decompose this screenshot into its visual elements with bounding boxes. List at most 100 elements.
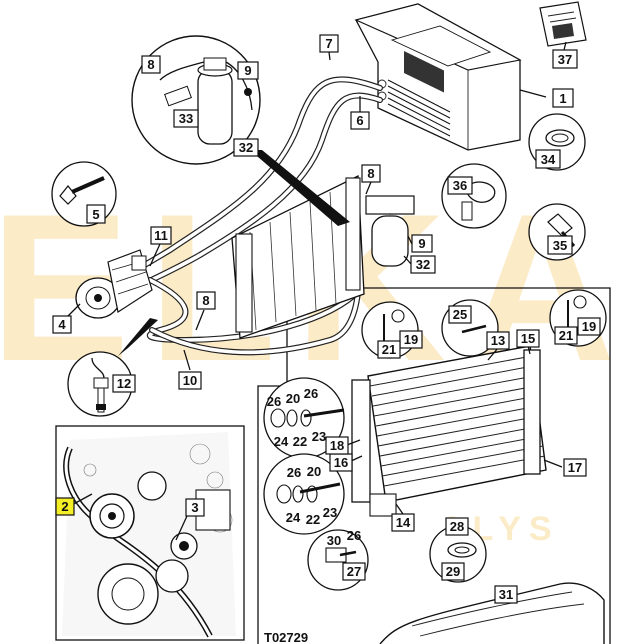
callout-21-left: 21 (377, 340, 401, 359)
bolt-5 (51, 161, 117, 227)
svg-text:32: 32 (239, 140, 253, 155)
svg-text:20: 20 (286, 391, 300, 406)
callout-23-upper: 23 (312, 429, 326, 444)
svg-text:29: 29 (446, 564, 460, 579)
svg-text:21: 21 (559, 328, 573, 343)
svg-text:31: 31 (499, 587, 513, 602)
svg-text:24: 24 (286, 510, 301, 525)
svg-text:26: 26 (267, 394, 281, 409)
svg-text:23: 23 (312, 429, 326, 444)
callout-2: 2 (55, 497, 75, 516)
callout-37: 37 (552, 49, 578, 69)
callout-34: 34 (535, 149, 561, 169)
svg-text:25: 25 (453, 307, 467, 322)
callout-30: 30 (327, 533, 341, 548)
svg-text:8: 8 (367, 166, 374, 181)
svg-text:3: 3 (191, 500, 198, 515)
svg-text:35: 35 (553, 238, 567, 253)
callout-19-left: 19 (399, 330, 423, 349)
svg-text:8: 8 (147, 57, 154, 72)
callout-19-right: 19 (577, 317, 601, 336)
callout-26-upper-b: 26 (304, 386, 318, 401)
callout-6: 6 (350, 111, 370, 130)
callout-18: 18 (325, 436, 349, 455)
svg-text:5: 5 (92, 207, 99, 222)
svg-text:26: 26 (304, 386, 318, 401)
svg-text:12: 12 (117, 376, 131, 391)
callout-1: 1 (552, 88, 574, 108)
callout-3: 3 (185, 498, 205, 517)
svg-text:26: 26 (347, 528, 361, 543)
callout-15: 15 (516, 329, 540, 348)
condenser-core (351, 345, 547, 517)
svg-text:24: 24 (274, 434, 289, 449)
svg-text:14: 14 (396, 515, 411, 530)
svg-text:11: 11 (154, 228, 168, 243)
callout-22-lower: 22 (306, 512, 320, 527)
svg-text:26: 26 (287, 465, 301, 480)
drier-detail-inset (131, 35, 350, 226)
callout-26-lower: 26 (287, 465, 301, 480)
svg-text:23: 23 (323, 505, 337, 520)
svg-text:18: 18 (330, 438, 344, 453)
svg-text:37: 37 (558, 52, 572, 67)
callout-8-top: 8 (141, 55, 161, 74)
callout-32-top: 32 (233, 138, 259, 157)
svg-text:4: 4 (58, 317, 66, 332)
fastener-inset-upper (263, 377, 345, 459)
callout-13: 13 (486, 331, 510, 350)
callout-10: 10 (178, 371, 202, 390)
callout-7: 7 (319, 34, 339, 53)
callout-8-mid: 8 (196, 291, 216, 310)
callout-24-lower: 24 (286, 510, 301, 525)
svg-text:9: 9 (244, 63, 251, 78)
svg-text:1: 1 (559, 91, 566, 106)
svg-text:34: 34 (541, 152, 556, 167)
svg-text:19: 19 (582, 319, 596, 334)
svg-text:27: 27 (347, 564, 361, 579)
receiver-drier-right (365, 195, 415, 267)
callout-36: 36 (447, 176, 473, 195)
svg-text:19: 19 (404, 332, 418, 347)
callout-28: 28 (445, 517, 469, 536)
callout-11: 11 (150, 226, 172, 245)
svg-text:16: 16 (334, 455, 348, 470)
callout-5: 5 (86, 204, 106, 224)
callout-20-lower: 20 (307, 464, 321, 479)
svg-text:13: 13 (491, 333, 505, 348)
callout-25: 25 (448, 305, 472, 324)
tie-strap-inset-36 (441, 163, 507, 229)
svg-text:10: 10 (183, 373, 197, 388)
svg-text:8: 8 (202, 293, 209, 308)
ac-unit (354, 3, 522, 151)
condenser-panel-frame (257, 287, 611, 644)
svg-text:20: 20 (307, 464, 321, 479)
figure-code: T02729 (264, 630, 308, 644)
callout-29: 29 (441, 562, 465, 581)
callout-33: 33 (173, 109, 199, 128)
callout-17: 17 (563, 458, 587, 477)
svg-text:36: 36 (453, 178, 467, 193)
callout-31: 31 (494, 585, 518, 604)
svg-text:2: 2 (61, 499, 68, 514)
svg-text:32: 32 (416, 257, 430, 272)
compressor (75, 249, 153, 319)
refrigerant-pipes (129, 76, 383, 356)
callout-9-top: 9 (237, 61, 259, 80)
manual-booklet (539, 1, 587, 47)
engine-inset-frame (55, 425, 245, 641)
svg-text:6: 6 (356, 113, 363, 128)
fastener-inset-lower (263, 453, 345, 535)
svg-text:17: 17 (568, 460, 582, 475)
svg-text:33: 33 (179, 111, 193, 126)
callout-14: 14 (391, 513, 415, 532)
callout-32-right: 32 (410, 255, 436, 274)
bracket-31 (379, 582, 605, 644)
svg-text:9: 9 (418, 236, 425, 251)
callout-35: 35 (547, 235, 573, 255)
svg-text:30: 30 (327, 533, 341, 548)
svg-text:22: 22 (293, 434, 307, 449)
callout-12: 12 (112, 374, 136, 393)
callout-20-upper: 20 (286, 391, 300, 406)
